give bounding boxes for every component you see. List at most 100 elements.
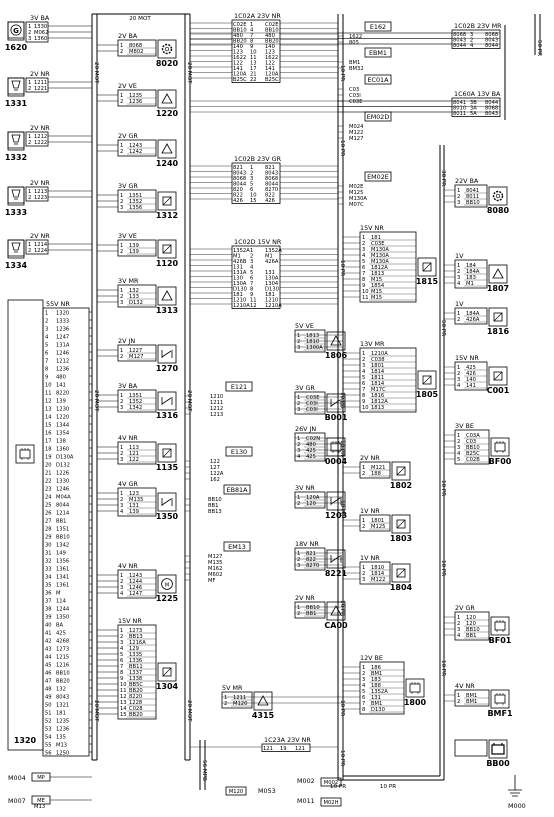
bus-label: 10 PR [440, 480, 446, 496]
header-title: 1C02B 23V GR [234, 155, 282, 163]
bus-label: 20 MOT [186, 700, 192, 722]
battery-terminal [493, 743, 503, 745]
component-id: B001 [325, 413, 348, 422]
left-wire: 822 [233, 193, 243, 199]
pin-number: 3 [120, 205, 123, 211]
component-1312-symbol-frame [157, 191, 177, 211]
left-wire: 130A [233, 281, 247, 287]
pin-number: 15 [120, 712, 127, 718]
wire-label: 1212 [34, 134, 47, 140]
right-wire: 8044 [485, 43, 499, 49]
wire-label: C03 [349, 87, 359, 93]
pin-number: 2 [457, 439, 460, 445]
pin-number: 2 [28, 140, 31, 146]
connector-label: 2V NR [30, 124, 50, 132]
fuse-label: EM13 [228, 543, 246, 551]
pin-number: 4 [470, 43, 474, 49]
wire-label: M [56, 591, 60, 597]
pin-number: 2 [297, 442, 300, 448]
wire-label: 1243 [129, 143, 142, 149]
right-wire: C02E [265, 22, 279, 28]
ground-id: M007 [8, 797, 26, 805]
pin-number: 1 [120, 491, 123, 497]
pin-number: 5 [45, 343, 48, 349]
component-4315-symbol [253, 691, 273, 711]
wire-label: BM1 [466, 699, 477, 705]
right-wire: 8043 [485, 111, 498, 117]
left-wire: 8041 [453, 100, 466, 106]
component-id: 1120 [156, 259, 179, 268]
component-id: 1805 [416, 390, 439, 399]
connector-label: 2V NR [30, 232, 50, 240]
pin-number: 4 [457, 383, 461, 389]
pin-number: 9 [250, 44, 253, 50]
bus-label: 10 PR [440, 660, 446, 676]
wire-label: BB20 [56, 679, 70, 685]
wire-label: 120 [466, 621, 476, 627]
component-bf00-symbol-frame [490, 437, 510, 457]
connector-label: 12V BE [360, 654, 383, 662]
connector-label: 1V NR [360, 507, 380, 515]
wire-label: BB10 [208, 497, 222, 503]
left-wire: 120A [233, 72, 247, 78]
pin-number: 13 [45, 407, 52, 413]
ground-connector [225, 786, 247, 796]
fuse-label: EC01A [367, 76, 389, 84]
wire-label: M121 [371, 465, 385, 471]
wire-label: 1816 [371, 393, 384, 399]
bus-label: 10 PR [440, 560, 446, 576]
right-wire: BB10 [265, 28, 279, 34]
component-8080-symbol-frame [488, 186, 508, 206]
wire-label: BB20 [129, 688, 143, 694]
pin-number: 10 [362, 405, 369, 411]
ground-symbol [508, 775, 522, 797]
connector-label: 5V VE [295, 322, 314, 330]
pin-number: 1 [297, 395, 300, 401]
pin-number: 2 [457, 371, 460, 377]
wire-label: 1330 [56, 479, 69, 485]
wire-label: 127 [210, 465, 220, 471]
relay-diag [162, 448, 172, 458]
pin-number: 3 [120, 405, 123, 411]
right-wire: BB20 [265, 39, 279, 45]
component-1316-symbol [157, 391, 177, 411]
wire-label: 1236 [56, 367, 69, 373]
pin-number: 29 [45, 535, 52, 541]
pin-number: 5 [362, 689, 365, 695]
pin-number: 1 [362, 518, 365, 524]
pin-number: 21 [250, 72, 257, 78]
component-1804-symbol-frame [391, 563, 411, 583]
pin-number: 3 [362, 677, 365, 683]
right-wire: 121 [295, 746, 305, 752]
left-wire: 121 [263, 746, 273, 752]
component-bf01-symbol-frame [490, 616, 510, 636]
lamp-icon-frame [7, 131, 25, 149]
wire-label: D130 [371, 707, 385, 713]
pin-block [25, 239, 49, 255]
wire-label: 181 [371, 235, 381, 241]
pin-number: 2 [297, 501, 300, 507]
wire-label: 1622 [349, 34, 362, 40]
wire-label: BB1 [56, 519, 66, 525]
pin-block [42, 307, 90, 757]
ecu-legs [332, 441, 340, 453]
left-wire: C02E [233, 22, 247, 28]
wire-label: 425 [306, 448, 316, 454]
left-wire: 130 [233, 276, 243, 282]
wire-label: MF [208, 578, 215, 584]
pin-number: 8 [362, 707, 365, 713]
pin-number: 12 [250, 303, 257, 309]
pin-number: 6 [250, 187, 253, 193]
component-id: 1203 [325, 511, 347, 520]
wire-label: 1338 [129, 676, 142, 682]
pin-number: 1 [362, 565, 365, 571]
switch-shape [161, 350, 173, 358]
right-wire: 821 [265, 165, 275, 171]
relay-diag [422, 262, 432, 272]
wire-label: BB10 [466, 445, 480, 451]
pin-number: 3 [120, 300, 123, 306]
